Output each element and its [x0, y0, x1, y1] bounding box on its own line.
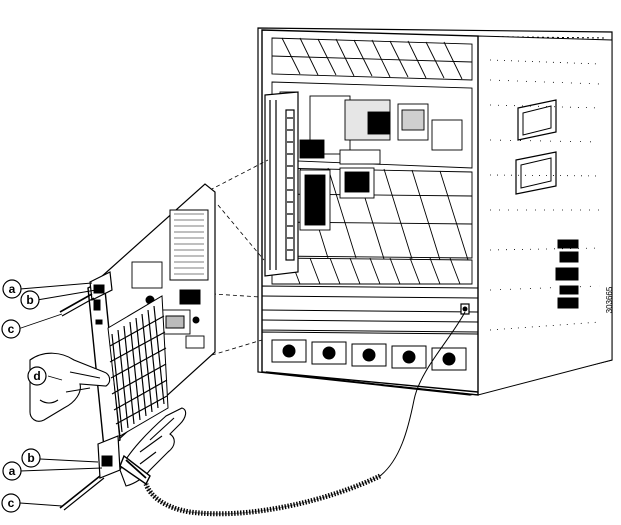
- callout-d-label: d: [33, 369, 40, 383]
- router-chassis: [257, 27, 613, 396]
- callout-c-bottom-label: c: [8, 496, 15, 510]
- top-ejector-lever: [59, 271, 113, 317]
- esd-wrist-strap-cord: [143, 311, 466, 517]
- callout-b-top: b: [20, 290, 40, 310]
- callout-b-bottom-label: b: [27, 451, 34, 465]
- left-hand: [29, 352, 111, 422]
- right-hand: [119, 407, 187, 487]
- callout-a-bottom-label: a: [9, 464, 16, 478]
- callout-a-top-label: a: [9, 282, 16, 296]
- callout-b-top-label: b: [26, 293, 33, 307]
- figure-id: 303665: [605, 286, 614, 313]
- callout-c-top-label: c: [8, 322, 15, 336]
- callout-a-bottom: a: [2, 461, 22, 481]
- callouts: a b c d b a c: [1, 279, 47, 513]
- bottom-ejector-lever: [59, 435, 121, 511]
- line-card: [59, 183, 216, 511]
- esd-port: [460, 303, 470, 315]
- callout-c-bottom: c: [1, 493, 21, 513]
- callout-a-top: a: [2, 279, 22, 299]
- callout-b-bottom: b: [21, 448, 41, 468]
- callout-leader-lines: [17, 282, 103, 507]
- callout-d: d: [27, 366, 47, 386]
- callout-c-top: c: [1, 319, 21, 339]
